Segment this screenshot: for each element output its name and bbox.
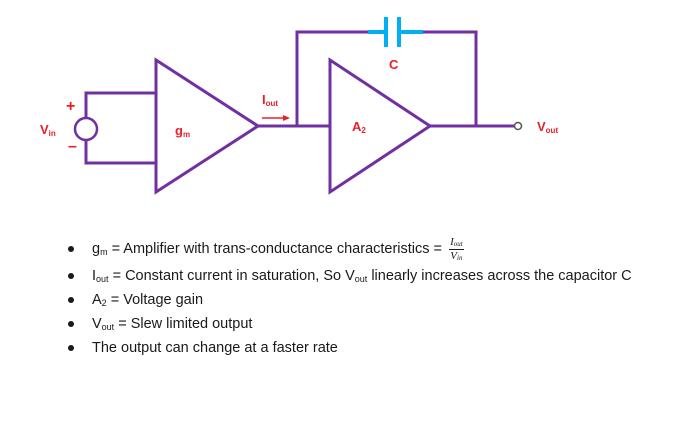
iout-description: = Constant current in saturation, So V <box>108 268 355 284</box>
a2-symbol: A2 <box>92 292 107 308</box>
vout-description: = Slew limited output <box>114 316 253 332</box>
input-top-wire <box>84 91 156 119</box>
input-bottom-wire <box>84 139 156 165</box>
a2-amplifier-triangle <box>328 57 433 195</box>
vout-label: Vout <box>537 119 558 135</box>
bullet-dot <box>68 345 74 351</box>
bullet-dot <box>68 273 74 279</box>
vin-label: Vin <box>40 122 56 138</box>
gm-symbol: gm <box>92 241 108 257</box>
output-rate-text: The output can change at a faster rate <box>92 340 338 356</box>
bullet-dot <box>68 246 74 252</box>
gm-description: = Amplifier with trans-conductance chara… <box>107 241 447 257</box>
gm-amplifier-triangle <box>154 57 261 195</box>
iout-description-tail: linearly increases across the capacitor … <box>367 268 632 284</box>
bullet-iout: Iout = Constant current in saturation, S… <box>62 264 632 288</box>
circuit-diagram: Vin + – gm Iout A2 C Vout <box>40 17 558 195</box>
voltage-source-icon <box>73 116 99 142</box>
bullet-vout: Vout = Slew limited output <box>62 312 632 336</box>
iout-symbol: Iout <box>92 268 109 284</box>
bullet-a2: A2 = Voltage gain <box>62 288 632 312</box>
bullet-dot <box>68 297 74 303</box>
minus-sign: – <box>68 138 77 155</box>
gm-label: gm <box>175 123 190 139</box>
vout-inline-sub: out <box>354 274 368 284</box>
explanation-list: gm = Amplifier with trans-conductance ch… <box>62 234 632 360</box>
vout-symbol: Vout <box>92 316 115 332</box>
current-arrow-icon <box>262 115 290 121</box>
bullet-output-rate: The output can change at a faster rate <box>62 336 632 360</box>
feedback-left-wire <box>295 30 382 126</box>
bullet-dot <box>68 321 74 327</box>
input-source <box>73 91 156 165</box>
plus-sign: + <box>66 98 75 115</box>
a2-description: = Voltage gain <box>106 292 204 308</box>
capacitor-label: C <box>389 57 399 72</box>
capacitor-icon <box>368 17 423 47</box>
a2-label: A2 <box>352 119 366 135</box>
feedback-right-wire <box>403 30 478 126</box>
iout-label: Iout <box>262 92 278 108</box>
output-terminal <box>513 121 523 131</box>
bullet-gm: gm = Amplifier with trans-conductance ch… <box>62 234 632 264</box>
